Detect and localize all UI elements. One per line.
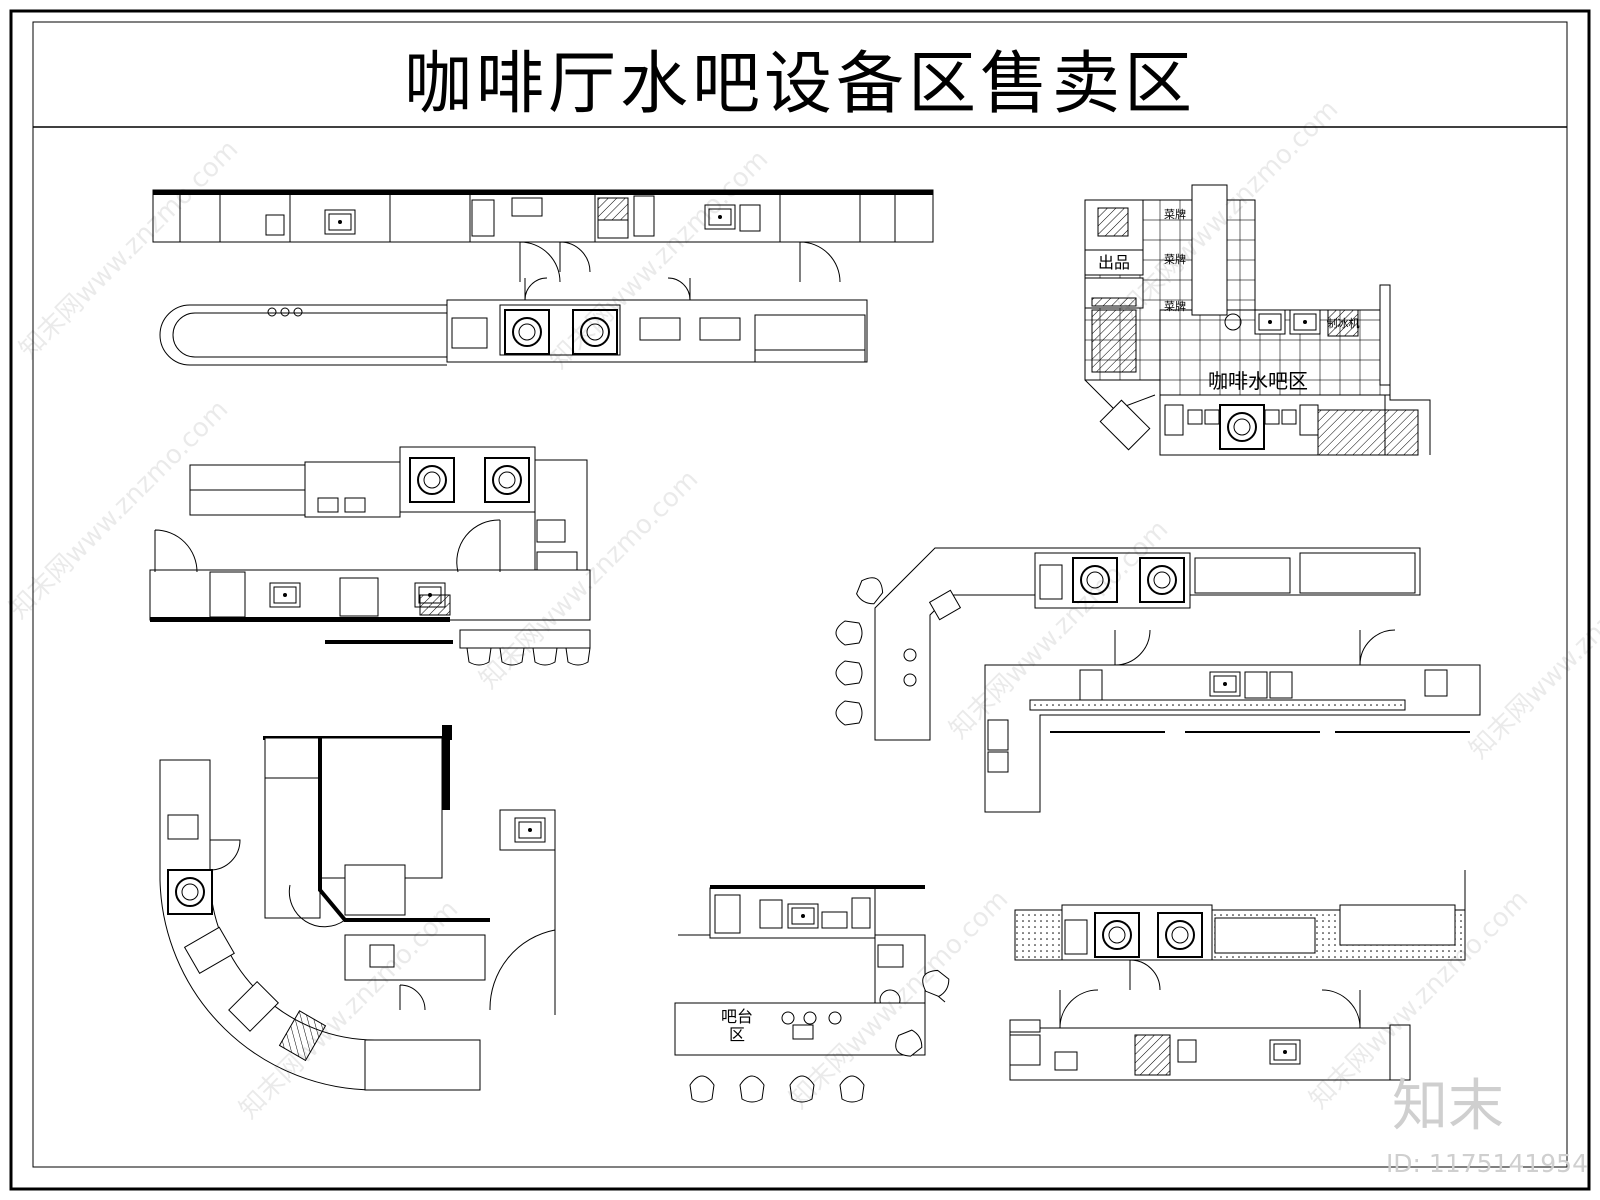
outer-frame — [9, 9, 1591, 1191]
bar-counter-label-2: 区 — [729, 1025, 745, 1044]
watermark-text-7: 知末网www.znzmo.com — [1464, 534, 1600, 765]
svg-text:菜牌: 菜牌 — [1164, 299, 1186, 313]
page-title: 咖啡厅水吧设备区售卖区 — [404, 45, 1196, 124]
pickup-label: 出品 — [1098, 253, 1130, 272]
plan-6-l-counter — [835, 547, 1481, 813]
plan-4-curved-bar — [159, 725, 556, 1091]
plan-1-top-counter — [152, 189, 934, 283]
coffee-bar-area-label: 咖啡水吧区 — [1208, 369, 1308, 393]
plan-3-u-counter — [149, 446, 591, 666]
ice-machine-label: 制冰机 — [1327, 316, 1360, 330]
plan-7-bar-counter: 吧台 区 — [674, 885, 953, 1103]
plan-5-coffee-bar-area: 出品 菜牌 菜牌 菜牌 制冰机 咖啡水吧区 — [1084, 184, 1431, 456]
plan-2-rounded-counter — [159, 277, 868, 366]
plan-8-double-counter — [1009, 870, 1466, 1081]
svg-text:菜牌: 菜牌 — [1164, 207, 1186, 221]
brand-logo-text: 知末 — [1392, 1074, 1504, 1139]
image-id: ID: 1175141954 — [1386, 1149, 1588, 1178]
svg-text:菜牌: 菜牌 — [1164, 252, 1186, 266]
bar-counter-label-1: 吧台 — [721, 1007, 753, 1026]
inner-frame — [32, 21, 1568, 1168]
